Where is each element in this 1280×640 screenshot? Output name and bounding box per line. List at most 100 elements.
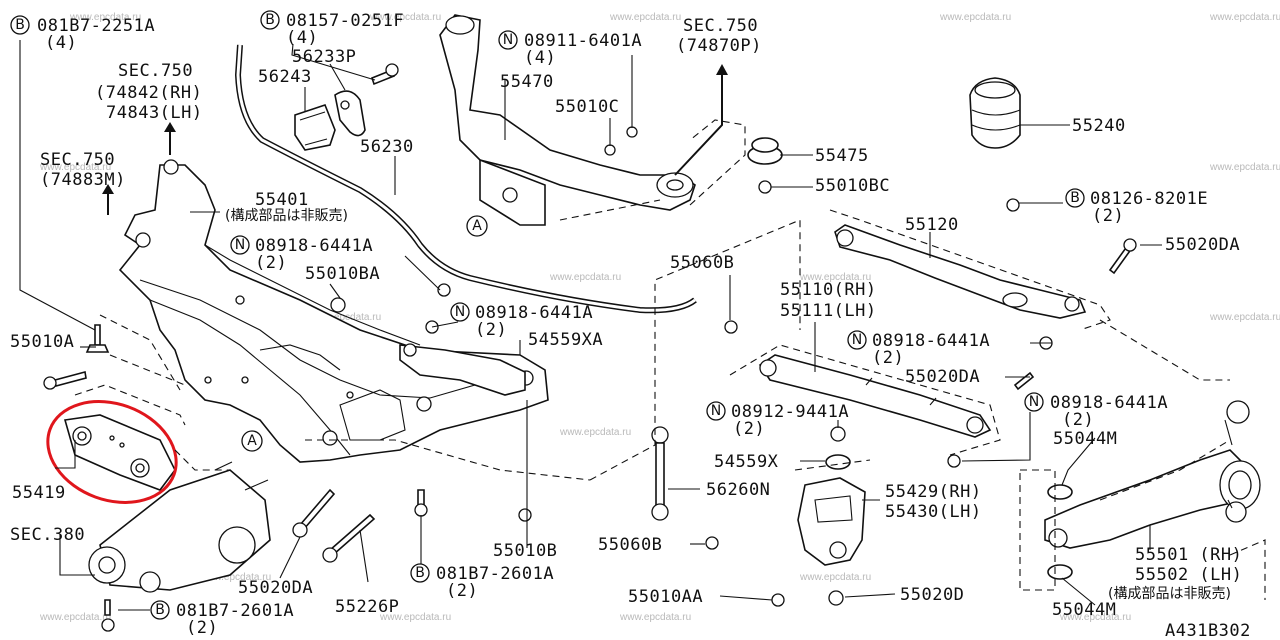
callout-text: (2) xyxy=(186,618,218,638)
callout-text: SEC.750 xyxy=(118,61,193,81)
callout-text: 55110(RH) xyxy=(780,280,877,300)
nut-badge xyxy=(1024,392,1044,412)
label-56243: 56243 xyxy=(258,67,312,87)
callout-text: (2) xyxy=(446,581,478,601)
callout-text: (4) xyxy=(524,48,556,68)
label-55120: 55120 xyxy=(905,215,959,235)
callout-text: 55429(RH) xyxy=(885,482,982,502)
label-55470: 55470 xyxy=(500,72,554,92)
stabilizer-clamp xyxy=(334,90,366,137)
trailing-arm xyxy=(439,14,696,226)
watermark: www.epcdata.ru xyxy=(1209,162,1280,173)
callout-text: (4) xyxy=(45,33,77,53)
label-55010BA: 55010BA xyxy=(305,264,380,284)
callout-text: 081B7-2601A xyxy=(176,601,294,621)
callout-text: N xyxy=(852,332,862,348)
watermarks: www.epcdata.ru www.epcdata.ru www.epcdat… xyxy=(39,12,1280,623)
nut-badge xyxy=(847,330,867,350)
watermark: www.epcdata.ru xyxy=(609,12,681,23)
dashed-guides xyxy=(74,119,1266,600)
label-55060B-top: 55060B xyxy=(670,253,734,273)
callout-text: (2) xyxy=(1092,206,1124,226)
ref-marker-A-top: A xyxy=(466,215,488,237)
callout-text: 08918-6441A xyxy=(475,303,593,323)
label-55020DA-left: 55020DA xyxy=(238,578,313,598)
nut-badge xyxy=(498,30,518,50)
callout-text: 74843(LH) xyxy=(106,103,203,123)
watermark: www.epcdata.ru xyxy=(549,272,621,283)
watermark: www.epcdata.ru xyxy=(69,12,141,23)
callout-text: 08911-6401A xyxy=(524,31,642,51)
label-55475: 55475 xyxy=(815,146,869,166)
label-55010BC: 55010BC xyxy=(815,176,890,196)
callout-text: N xyxy=(711,403,721,419)
label-55020D: 55020D xyxy=(900,585,964,605)
callout-text: 08918-6441A xyxy=(1050,393,1168,413)
label-55401-note: (構成部品は非販売) xyxy=(225,208,348,224)
label-55010C: 55010C xyxy=(555,97,619,117)
watermark: www.epcdata.ru xyxy=(1059,612,1131,623)
nut-badge xyxy=(230,235,250,255)
bolt-badge xyxy=(410,563,430,583)
label-55010B: 55010B xyxy=(493,541,557,561)
callout-text: (74870P) xyxy=(676,36,762,56)
callout-text: B xyxy=(15,17,25,33)
callout-081B7-2601A-1: B 081B7-2601A (2) xyxy=(410,563,554,601)
ref-marker-A-left: A xyxy=(241,430,263,452)
callout-08157-0251F: B 08157-0251F (4) xyxy=(260,10,404,48)
label-55240: 55240 xyxy=(1072,116,1126,136)
highlight-ring xyxy=(46,400,178,504)
watermark: www.epcdata.ru xyxy=(799,272,871,283)
fasteners-left xyxy=(43,283,532,632)
bracket-54559XA xyxy=(399,343,526,396)
callout-text: 08912-9441A xyxy=(731,402,849,422)
watermark: www.epcdata.ru xyxy=(939,12,1011,23)
nut-badge xyxy=(450,302,470,322)
callout-sec750-74870P: SEC.750 (74870P) xyxy=(676,16,762,56)
label-55060B-bottom: 55060B xyxy=(598,535,662,555)
watermark: www.epcdata.ru xyxy=(619,612,691,623)
bushing-55475 xyxy=(747,137,783,165)
callout-08911-6401A: N 08911-6401A (4) xyxy=(498,30,642,68)
callout-55110: 55110(RH) 55111(LH) xyxy=(780,280,877,321)
callout-text: (74842(RH) xyxy=(95,83,202,103)
callout-text: (2) xyxy=(255,253,287,273)
callout-text: A xyxy=(472,218,482,234)
label-55044M-top: 55044M xyxy=(1053,429,1117,449)
label-55419: 55419 xyxy=(12,483,66,503)
label-56230: 56230 xyxy=(360,137,414,157)
label-54559X: 54559X xyxy=(714,452,779,472)
callout-55429: 55429(RH) 55430(LH) xyxy=(885,482,982,522)
callout-text: (構成部品は非販売) xyxy=(1108,586,1231,602)
watermark: www.epcdata.ru xyxy=(799,572,871,583)
rear-subframe xyxy=(118,159,549,463)
upper-link-55120 xyxy=(834,224,1087,319)
callout-text: 08157-0251F xyxy=(286,11,404,31)
callout-text: (2) xyxy=(475,320,507,340)
watermark: www.epcdata.ru xyxy=(199,572,271,583)
watermark: www.epcdata.ru xyxy=(39,612,111,623)
bump-stop xyxy=(969,77,1021,149)
callout-text: N xyxy=(1029,394,1039,410)
stabilizer-bushing xyxy=(294,104,336,151)
callout-text: 08126-8201E xyxy=(1090,189,1208,209)
callout-text: (2) xyxy=(1062,410,1094,430)
callout-text: (2) xyxy=(872,348,904,368)
watermark: www.epcdata.ru xyxy=(1209,12,1280,23)
nuts-right xyxy=(604,126,1137,607)
nut-badge xyxy=(706,401,726,421)
label-55010AA: 55010AA xyxy=(628,587,703,607)
callout-08918-6441A-2: N 08918-6441A (2) xyxy=(450,302,593,340)
watermark: www.epcdata.ru xyxy=(559,427,631,438)
callout-text: B xyxy=(265,12,275,28)
callout-text: 55430(LH) xyxy=(885,502,982,522)
watermark: www.epcdata.ru xyxy=(369,12,441,23)
callout-text: 081B7-2601A xyxy=(436,564,554,584)
watermark: www.epcdata.ru xyxy=(1209,312,1280,323)
watermark: www.epcdata.ru xyxy=(379,612,451,623)
stabilizer-bar-inner xyxy=(236,44,696,312)
label-54559XA: 54559XA xyxy=(528,330,603,350)
label-56260N: 56260N xyxy=(706,480,770,500)
